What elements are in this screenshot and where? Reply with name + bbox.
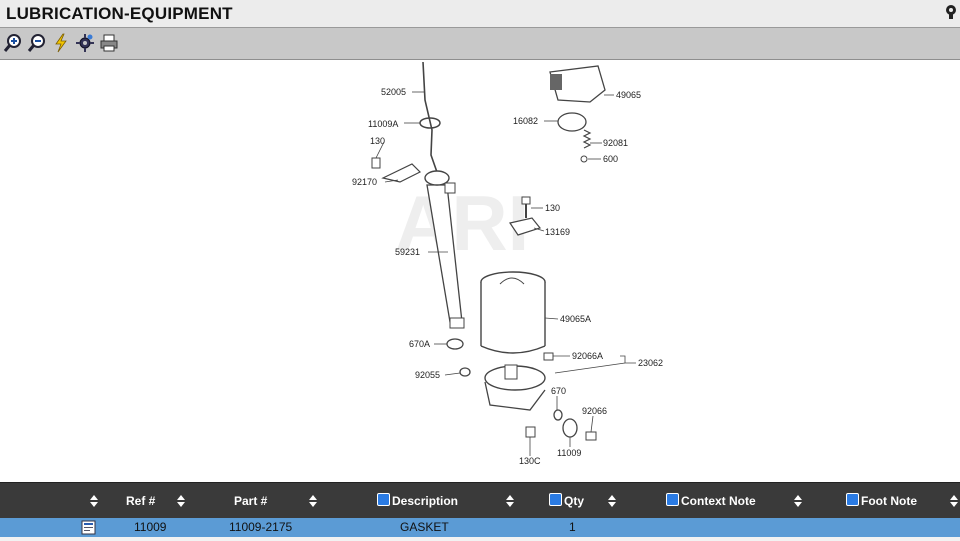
description-checkbox[interactable] [377,493,390,506]
pin-icon[interactable] [944,4,958,20]
parts-diagram: ARI [0,60,960,482]
sort-icon[interactable] [794,495,802,507]
column-header-part[interactable]: Part # [234,494,268,508]
column-header-context-note[interactable]: Context Note [681,494,756,508]
label-130-top[interactable]: 130 [370,136,385,146]
label-11009[interactable]: 11009 [557,448,581,458]
parts-table-header: Ref # Part # Description Qty Context Not… [0,482,960,519]
toolbar [0,28,960,60]
watermark: ARI [395,179,529,267]
cell-ref: 11009 [134,520,167,534]
column-header-foot-note[interactable]: Foot Note [861,494,917,508]
cell-description: GASKET [400,520,449,534]
label-49065a[interactable]: 49065A [560,314,591,324]
sort-icon[interactable] [309,495,317,507]
zoom-in-icon[interactable] [2,32,24,54]
label-130c[interactable]: 130C [519,456,541,466]
settings-icon[interactable] [74,32,96,54]
print-icon[interactable] [98,32,120,54]
label-16082[interactable]: 16082 [513,116,538,126]
context-note-checkbox[interactable] [666,493,679,506]
column-header-description[interactable]: Description [392,494,459,508]
title-bar: LUBRICATION-EQUIPMENT [0,0,960,28]
label-130-mid[interactable]: 130 [545,203,560,213]
label-23062[interactable]: 23062 [638,358,663,368]
sort-icon[interactable] [90,495,98,507]
label-670a[interactable]: 670A [409,339,430,349]
label-600[interactable]: 600 [603,154,618,164]
exploded-view-drawing: ARI [352,61,663,466]
cell-part[interactable]: 11009-2175 [229,520,293,534]
label-92066a[interactable]: 92066A [572,351,603,361]
label-670[interactable]: 670 [551,386,566,396]
foot-note-checkbox[interactable] [846,493,859,506]
qty-checkbox[interactable] [549,493,562,506]
label-92081[interactable]: 92081 [603,138,628,148]
zoom-out-icon[interactable] [26,32,48,54]
sort-icon[interactable] [177,495,185,507]
add-to-list-icon[interactable] [81,520,96,535]
column-header-qty[interactable]: Qty [564,494,585,508]
column-header-ref[interactable]: Ref # [126,494,156,508]
sort-icon[interactable] [608,495,616,507]
label-52005[interactable]: 52005 [381,87,406,97]
label-92066[interactable]: 92066 [582,406,607,416]
label-49065[interactable]: 49065 [616,90,641,100]
lightning-icon[interactable] [50,32,72,54]
label-92170[interactable]: 92170 [352,177,377,187]
label-59231[interactable]: 59231 [395,247,420,257]
label-11009a[interactable]: 11009A [368,119,398,129]
page-title: LUBRICATION-EQUIPMENT [6,4,233,23]
table-row[interactable] [0,537,960,541]
sort-icon[interactable] [950,495,958,507]
label-92055[interactable]: 92055 [415,370,440,380]
sort-icon[interactable] [506,495,514,507]
table-row[interactable]: 11009 11009-2175 GASKET 1 [0,518,960,537]
cell-qty: 1 [569,520,576,534]
label-13169[interactable]: 13169 [545,227,570,237]
